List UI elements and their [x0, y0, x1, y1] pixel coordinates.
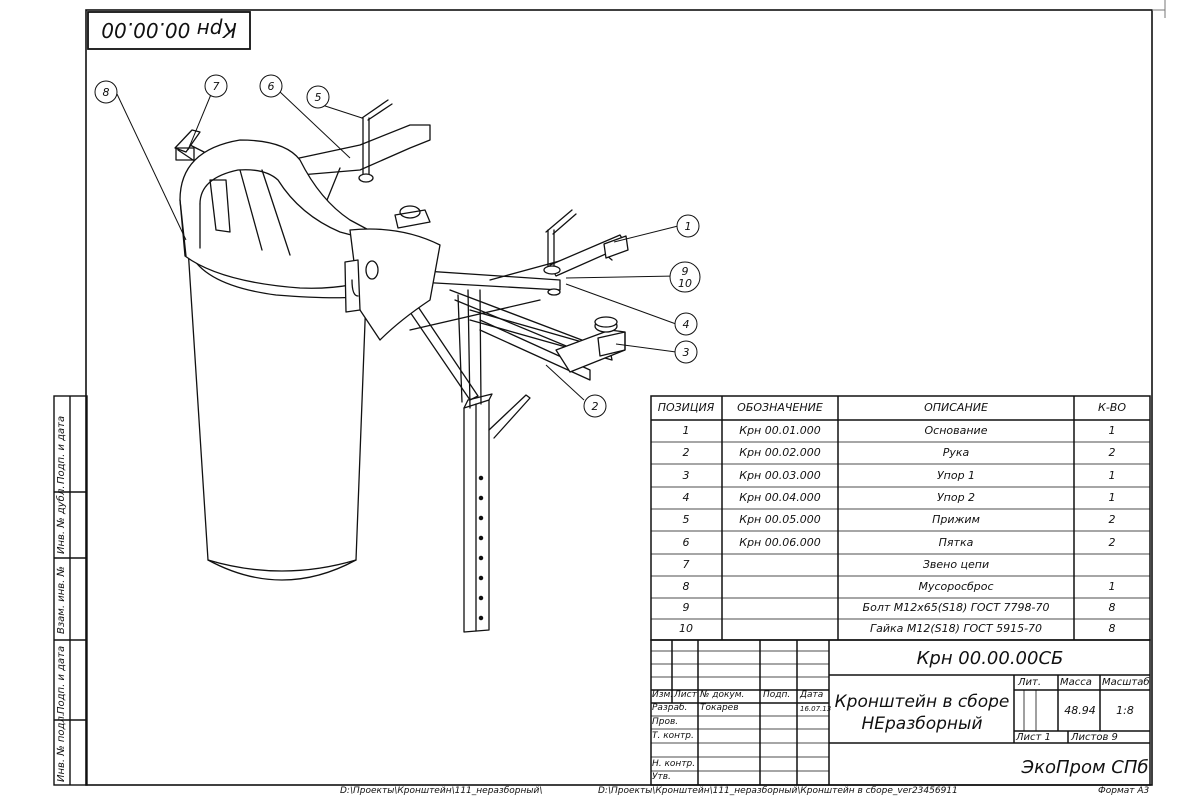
callout-5-circle [306, 85, 330, 109]
mass-label: Масса [1060, 677, 1092, 688]
bom-qty: 2 [1108, 536, 1116, 549]
callout-8: 8 [103, 86, 110, 99]
callout-leaders [116, 90, 679, 401]
callout-4-circle [674, 312, 698, 336]
bom-pos: 5 [682, 513, 690, 526]
bom-header-qty: К-ВО [1098, 401, 1126, 414]
bom-pos: 3 [682, 469, 690, 482]
title-line1: Кронштейн в сборе [834, 692, 1010, 712]
callout-9-10-circle [669, 261, 701, 293]
col-date: Дата [800, 690, 824, 700]
callout-3-circle [674, 340, 698, 364]
bom-pos: 6 [682, 536, 690, 549]
callout-3: 3 [683, 346, 690, 359]
bom-qty: 1 [1108, 469, 1116, 482]
callout-1: 1 [685, 220, 692, 233]
bom-desc: Основание [924, 424, 988, 437]
bom-qty: 8 [1108, 601, 1116, 614]
bom-desc: Гайка М12(S18) ГОСТ 5915-70 [869, 622, 1043, 635]
bom-desc: Мусоросброс [918, 580, 994, 593]
callout-2-circle [583, 394, 607, 418]
col-list: Лист [674, 690, 697, 700]
callout-1-circle [676, 214, 700, 238]
callout-8-circle [94, 80, 118, 104]
scale-label: Масштаб [1102, 677, 1150, 688]
bom-qty: 2 [1108, 513, 1116, 526]
row-tkontr: Т. контр. [652, 731, 694, 741]
bom-header-designation: ОБОЗНАЧЕНИЕ [737, 401, 823, 414]
bom-header-description: ОПИСАНИЕ [924, 401, 988, 414]
bom-qty: 8 [1108, 622, 1116, 635]
bom-desc: Упор 2 [936, 491, 976, 504]
bom-code: Крн 00.02.000 [739, 446, 821, 459]
bom-pos: 7 [682, 558, 690, 571]
title-line2: НЕразборный [861, 714, 983, 734]
sheet-label: Лист 1 [1016, 732, 1051, 743]
bom-pos: 8 [682, 580, 690, 593]
rotated-code-box [87, 11, 251, 50]
callout-5: 5 [315, 91, 322, 104]
bom-pos: 9 [682, 601, 690, 614]
bom-code: Крн 00.04.000 [739, 491, 821, 504]
footer-format: Формат А3 [1098, 786, 1150, 796]
bom-desc: Болт М12х65(S18) ГОСТ 7798-70 [862, 601, 1050, 614]
drawing-frame [85, 9, 1153, 786]
bom-pos: 4 [682, 491, 690, 504]
footer-path-2: D:\Проекты\Кронштейн\111_неразборный\Кро… [598, 786, 958, 796]
lit-label: Лит. [1018, 677, 1042, 688]
row-prov: Пров. [652, 717, 679, 727]
bom-qty: 1 [1108, 491, 1116, 504]
bom-pos: 2 [682, 446, 690, 459]
bom-code: Крн 00.03.000 [739, 469, 821, 482]
bom-desc: Пятка [938, 536, 974, 549]
callout-10: 10 [678, 277, 692, 290]
col-izm: Изм. [652, 690, 674, 700]
bom-desc: Прижим [932, 513, 980, 526]
callout-7-circle [204, 74, 228, 98]
bom-desc: Звено цепи [922, 558, 990, 571]
row-utv: Утв. [652, 772, 671, 782]
razrab-date: 16.07.13 [800, 705, 832, 713]
company-name: ЭкоПром СПб [1021, 757, 1149, 778]
callout-6-circle [259, 74, 283, 98]
bom-header-position: ПОЗИЦИЯ [657, 401, 715, 414]
razrab-name: Токарев [700, 703, 739, 713]
callout-7: 7 [213, 80, 220, 93]
bom-qty: 1 [1108, 580, 1116, 593]
row-razrab: Разраб. [652, 703, 688, 713]
bom-code: Крн 00.01.000 [739, 424, 821, 437]
footer-path-1: D:\Проекты\Кронштейн\111_неразборный\ [340, 786, 543, 796]
callout-6: 6 [268, 80, 275, 93]
bom-pos: 10 [679, 622, 693, 635]
bom-desc: Рука [942, 446, 970, 459]
mass-value: 48.94 [1064, 704, 1096, 717]
bom-code: Крн 00.05.000 [739, 513, 821, 526]
callout-4: 4 [683, 318, 690, 331]
callout-9: 9 [682, 265, 689, 278]
callout-2: 2 [592, 400, 599, 413]
row-nkontr: Н. контр. [652, 759, 696, 769]
col-doc: № докум. [700, 690, 745, 700]
bom-desc: Упор 1 [936, 469, 976, 482]
left-side-strip [53, 395, 88, 786]
bom-pos: 1 [682, 424, 690, 437]
sheets-label: Листов 9 [1071, 732, 1118, 743]
col-sign: Подп. [763, 690, 791, 700]
scale-value: 1:8 [1116, 704, 1134, 717]
bom-qty: 1 [1108, 424, 1116, 437]
bom-qty: 2 [1108, 446, 1116, 459]
assembly-illustration [174, 99, 629, 633]
bom-code: Крн 00.06.000 [739, 536, 821, 549]
doc-code: Крн 00.00.00СБ [916, 648, 1064, 669]
